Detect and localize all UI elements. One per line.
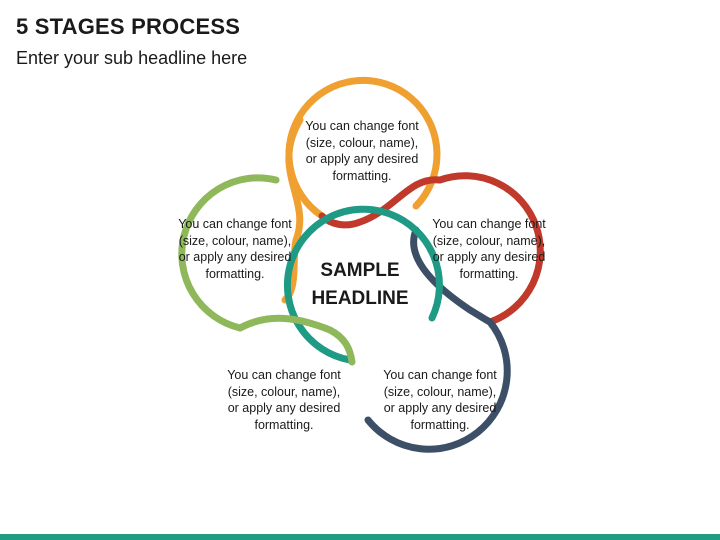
stage-4-ring [283, 205, 443, 364]
stage-4-line-3: or apply any desired [227, 401, 341, 415]
stage-2-text: You can change font (size, colour, name)… [424, 216, 554, 282]
stage-5-ring [178, 174, 280, 332]
stage-1-text: You can change font (size, colour, name)… [297, 118, 427, 184]
center-headline-line-2: HEADLINE [311, 288, 409, 309]
stage-5-text: You can change font (size, colour, name)… [170, 216, 300, 282]
stage-4-line-1: You can change font [227, 368, 341, 382]
footer-accent-bar [0, 534, 720, 540]
stage-3-line-4: formatting. [410, 417, 470, 432]
stage-4-line-2: (size, colour, name), [227, 384, 341, 399]
stage-2-line-1: You can change font [432, 217, 546, 231]
center-headline-line-1: SAMPLE [320, 260, 400, 281]
stage-5-line-4: formatting. [205, 266, 265, 281]
stage-3-connector [410, 226, 494, 326]
page-subtitle: Enter your sub headline here [16, 48, 248, 68]
stage-1-line-3: or apply any desired [305, 152, 419, 166]
stage-1-line-1: You can change font [305, 119, 419, 133]
stage-3-text: You can change font (size, colour, name)… [375, 367, 505, 433]
stage-5-connector [236, 314, 356, 366]
stage-1-line-2: (size, colour, name), [305, 135, 419, 150]
stage-2-line-3: or apply any desired [432, 250, 546, 264]
page-title: 5 STAGES PROCESS [16, 14, 241, 39]
stage-2-line-2: (size, colour, name), [432, 233, 546, 248]
stage-5-line-3: or apply any desired [178, 250, 292, 264]
stage-1-line-4: formatting. [332, 168, 392, 183]
stage-3-line-1: You can change font [383, 368, 497, 382]
stage-3-line-2: (size, colour, name), [383, 384, 497, 399]
stage-5-line-1: You can change font [178, 217, 292, 231]
stage-1-connector [281, 116, 304, 304]
stage-3-ring [364, 318, 511, 453]
stage-4-line-4: formatting. [254, 417, 314, 432]
stage-3-line-3: or apply any desired [383, 401, 497, 415]
stage-5-line-2: (size, colour, name), [178, 233, 292, 248]
center-headline: SAMPLE HEADLINE [300, 257, 420, 313]
stage-4-text: You can change font (size, colour, name)… [219, 367, 349, 433]
stage-2-connector [318, 176, 444, 229]
stage-2-ring [436, 172, 544, 326]
stage-2-line-4: formatting. [459, 266, 519, 281]
